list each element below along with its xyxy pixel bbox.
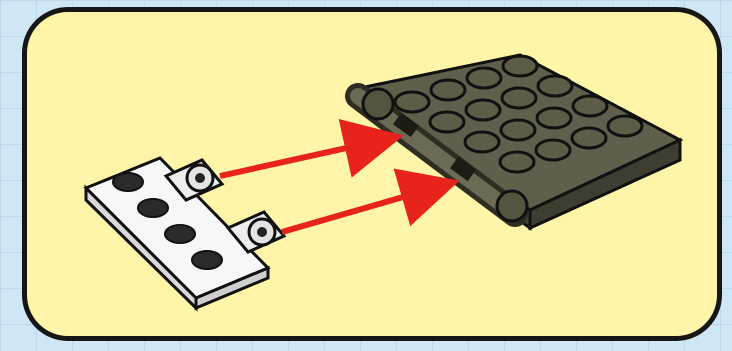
white-hinge-plate bbox=[86, 158, 284, 308]
arrow-lower bbox=[282, 184, 448, 232]
arrow-upper bbox=[220, 138, 392, 176]
dark-hinge-plate bbox=[358, 55, 680, 228]
